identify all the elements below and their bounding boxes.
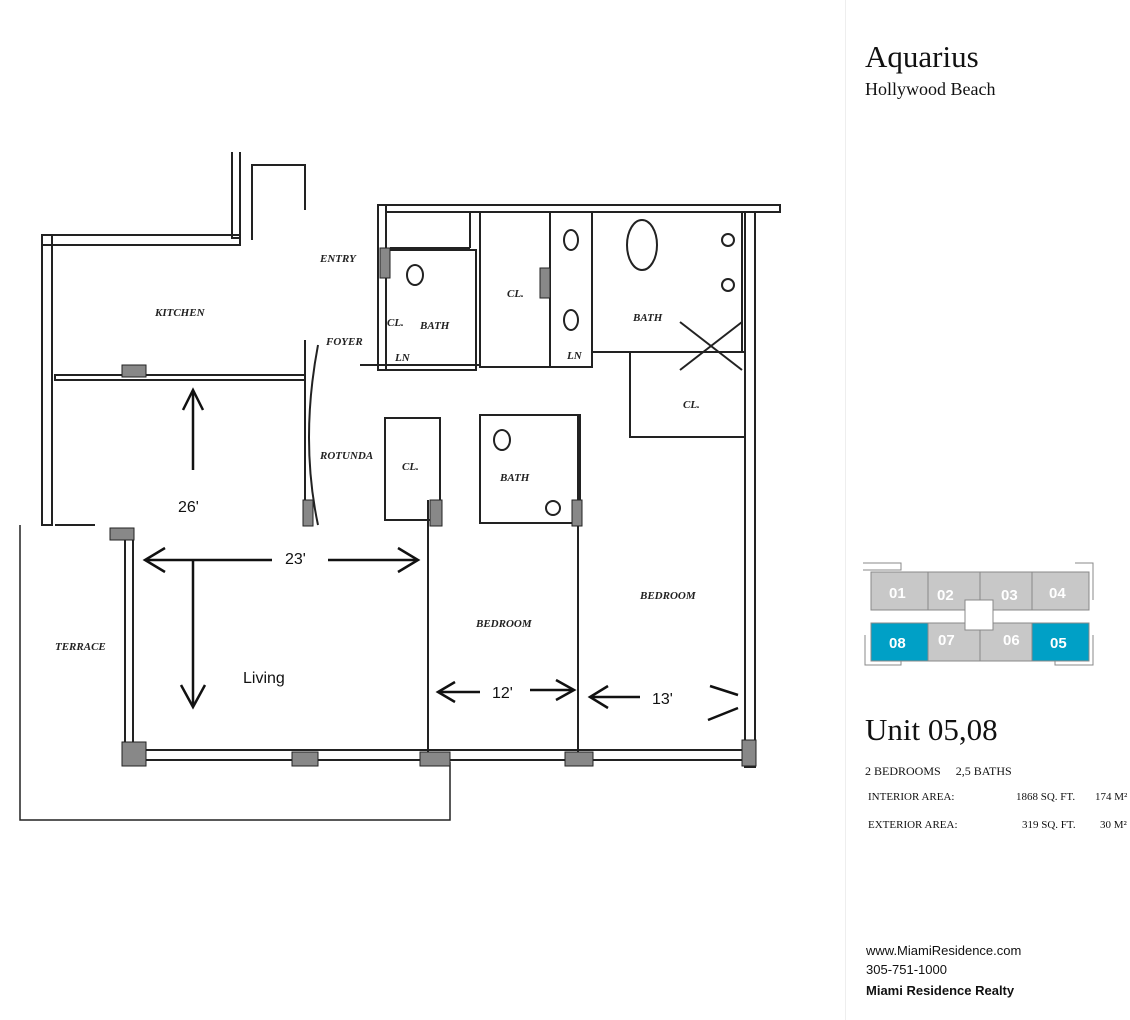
keyplan-unit-08[interactable]: [870, 622, 929, 662]
dimension-bedroom2-width: 13': [652, 691, 673, 708]
building-name: Aquarius: [865, 39, 979, 74]
room-labels: KITCHEN ENTRY BATH CL. BATH CL. FOYER LN…: [55, 253, 700, 687]
keyplan-label: 06: [1003, 632, 1020, 649]
keyplan-label: 05: [1050, 635, 1067, 652]
keyplan-label: 08: [889, 635, 906, 652]
dimension-bedroom1-width: 12': [492, 685, 513, 702]
bedrooms-count: 2 BEDROOMS: [865, 764, 941, 778]
interior-area-m2: 174 M²: [1095, 791, 1128, 803]
panel-divider: [845, 0, 846, 1020]
room-label-bedroom: BEDROOM: [639, 590, 697, 602]
room-label-closet: CL.: [507, 288, 524, 300]
room-label-closet: CL.: [402, 461, 419, 473]
exterior-area-sqft: 319 SQ. FT.: [1022, 819, 1076, 831]
company-name: Miami Residence Realty: [866, 983, 1015, 998]
dimension-living-depth: 26': [178, 499, 199, 516]
keyplan-label: 02: [937, 587, 954, 604]
room-label-bath: BATH: [419, 320, 450, 332]
interior-area-sqft: 1868 SQ. FT.: [1016, 791, 1076, 803]
website-link[interactable]: www.MiamiResidence.com: [866, 943, 1022, 958]
floor-plan: KITCHEN ENTRY BATH CL. BATH CL. FOYER LN…: [19, 152, 781, 821]
room-label-closet: CL.: [387, 317, 404, 329]
room-label-entry: ENTRY: [319, 253, 357, 265]
dimension-arrows: [142, 387, 739, 722]
room-label-bath: BATH: [499, 472, 530, 484]
room-label-linen: LN: [394, 352, 411, 364]
room-label-foyer: FOYER: [325, 336, 363, 348]
columns: [109, 247, 757, 767]
room-label-bedroom: BEDROOM: [475, 618, 533, 630]
keyplan-label: 07: [938, 632, 955, 649]
baths-count: 2,5 BATHS: [955, 764, 1012, 778]
building-location: Hollywood Beach: [865, 79, 996, 99]
room-label-bath: BATH: [632, 312, 663, 324]
keyplan-unit-03[interactable]: [979, 571, 1033, 611]
room-label-terrace: TERRACE: [55, 641, 106, 653]
room-label-linen: LN: [566, 350, 583, 362]
unit-title: Unit 05,08: [865, 712, 998, 747]
phone-number: 305-751-1000: [866, 962, 947, 977]
dimension-living-width: 23': [285, 551, 306, 568]
keyplan-label: 03: [1001, 587, 1018, 604]
key-plan: 01 02 03 04 08 07 06 05: [863, 562, 1094, 666]
exterior-area-m2: 30 M²: [1100, 819, 1127, 831]
keyplan-label: 04: [1049, 585, 1066, 602]
keyplan-unit-01[interactable]: [870, 571, 929, 611]
keyplan-unit-04[interactable]: [1031, 571, 1090, 611]
keyplan-label: 01: [889, 585, 906, 602]
room-label-closet: CL.: [683, 399, 700, 411]
room-label-living: Living: [243, 670, 285, 687]
keyplan-unit-05[interactable]: [1031, 622, 1090, 662]
unit-rooms: 2 BEDROOMS 2,5 BATHS: [865, 764, 1012, 779]
walls: [19, 152, 781, 821]
room-label-rotunda: ROTUNDA: [319, 450, 373, 462]
exterior-area-label: EXTERIOR AREA:: [868, 819, 958, 831]
interior-area-label: INTERIOR AREA:: [868, 791, 955, 803]
room-label-kitchen: KITCHEN: [154, 307, 206, 319]
